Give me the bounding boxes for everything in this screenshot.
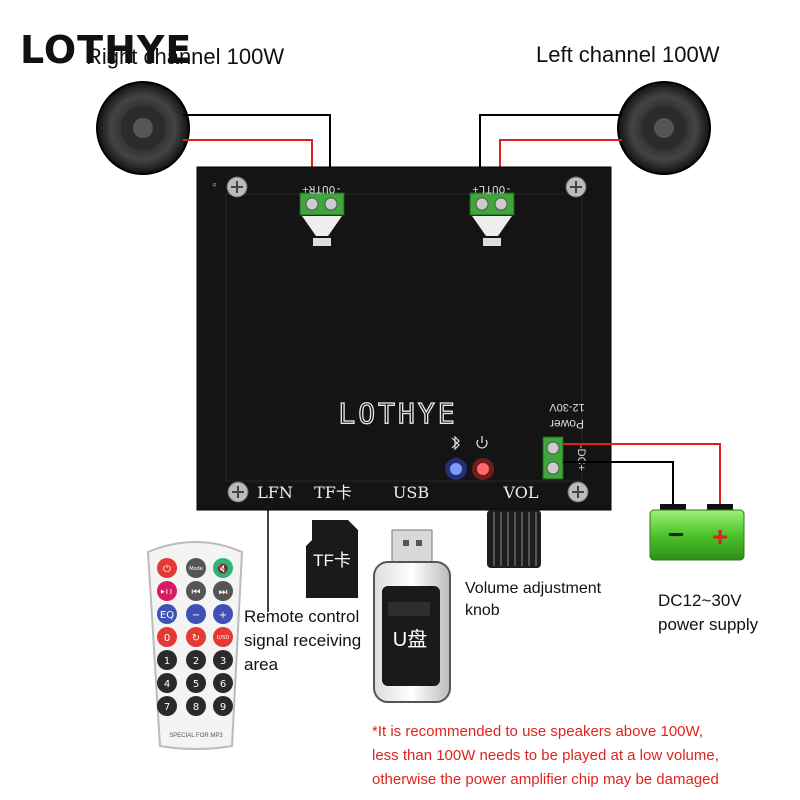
remote-caption-line: Remote control bbox=[244, 607, 360, 626]
remote-button bbox=[186, 627, 206, 647]
screw bbox=[227, 481, 249, 503]
battery-plus: + bbox=[712, 521, 728, 552]
warning-line: otherwise the power amplifier chip may b… bbox=[372, 771, 719, 788]
right-speaker bbox=[96, 81, 190, 175]
remote-button bbox=[157, 650, 177, 670]
remote-button bbox=[213, 673, 233, 693]
remote-button bbox=[186, 673, 206, 693]
power-icon bbox=[476, 436, 488, 449]
remote-button bbox=[186, 650, 206, 670]
remote-button bbox=[157, 696, 177, 716]
volume-caption-line: knob bbox=[465, 602, 500, 619]
usb-drive-label: U盘 bbox=[393, 628, 427, 651]
screw bbox=[567, 481, 589, 503]
svg-text:◦: ◦ bbox=[212, 176, 217, 192]
remote-button bbox=[213, 558, 233, 578]
warning-note: *It is recommended to use speakers above… bbox=[372, 720, 792, 792]
usb-label: USB bbox=[393, 483, 429, 502]
right-channel-label: Right channel 100W bbox=[86, 44, 285, 69]
amplifier-board: ◦ bbox=[196, 166, 612, 511]
remote-button bbox=[186, 581, 206, 601]
volume-caption-line: Volume adjustment bbox=[465, 580, 602, 597]
remote-button bbox=[213, 696, 233, 716]
remote-button-label: ▶❙❙ bbox=[161, 589, 173, 595]
remote-button-label: ↻ bbox=[192, 633, 200, 644]
remote-button-label: 🔇 bbox=[217, 562, 229, 575]
out-l-silk-label: -OUTL+ bbox=[472, 182, 512, 194]
right-output-terminal bbox=[299, 192, 345, 246]
power-terminal bbox=[542, 436, 564, 480]
remote-footer: SPECIAL FOR MP3 bbox=[169, 733, 223, 739]
remote-button-label: ⏮ bbox=[192, 587, 201, 598]
warning-line: less than 100W needs to be played at a l… bbox=[372, 747, 719, 764]
remote-button-label: 1 bbox=[164, 656, 170, 667]
remote-buttons: ⏻ Mode 🔇 ▶❙❙ ⏮ ⏭ EQ − +0 ↻ U/SD 1 2 3 4 5 6 7 8 9 bbox=[157, 558, 233, 716]
remote-button-label: 0 bbox=[164, 633, 170, 644]
power-supply-caption-line: power supply bbox=[658, 615, 759, 634]
remote-button-label: 4 bbox=[164, 679, 170, 690]
remote-caption-line: signal receiving bbox=[244, 631, 362, 650]
board-logo: LOTHYE bbox=[338, 397, 457, 430]
remote-button bbox=[186, 604, 206, 624]
remote-button bbox=[213, 604, 233, 624]
volume-caption: Volume adjustment knob bbox=[465, 578, 601, 622]
power-supply-caption-line: DC12~30V bbox=[658, 591, 742, 610]
power-supply-caption: DC12~30V power supply bbox=[658, 589, 758, 637]
remote-caption-line: area bbox=[244, 655, 279, 674]
screw bbox=[226, 176, 248, 198]
remote-button-label: ⏭ bbox=[219, 587, 228, 598]
remote-button bbox=[157, 581, 177, 601]
remote-button-label: 5 bbox=[193, 679, 199, 690]
remote-button-label: 6 bbox=[220, 679, 226, 690]
left-output-terminal bbox=[469, 192, 515, 246]
remote-button bbox=[157, 627, 177, 647]
remote-button bbox=[186, 558, 206, 578]
brand-logo: LOTHYE bbox=[20, 28, 193, 72]
remote-caption: Remote control signal receiving area bbox=[244, 605, 361, 677]
vol-label: VOL bbox=[502, 483, 538, 502]
battery bbox=[649, 504, 745, 561]
remote-button-label: − bbox=[192, 610, 200, 621]
remote-button-label: 3 bbox=[220, 656, 226, 667]
remote-button-label: 9 bbox=[220, 702, 226, 713]
remote-button bbox=[213, 650, 233, 670]
remote-button bbox=[157, 558, 177, 578]
left-speaker bbox=[617, 81, 711, 175]
left-channel-label: Left channel 100W bbox=[536, 42, 720, 67]
power-silk-label: Power bbox=[550, 417, 584, 431]
remote-button-label: U/SD bbox=[217, 635, 230, 641]
remote-button-label: + bbox=[219, 610, 227, 621]
remote-button-label: Mode bbox=[189, 566, 203, 572]
usb-drive bbox=[373, 529, 451, 703]
dc-silk-label: -DC+ bbox=[575, 445, 587, 471]
power-range-silk-label: 12-30V bbox=[549, 401, 585, 413]
tf-card-label: TF卡 bbox=[313, 551, 351, 570]
bluetooth-led bbox=[445, 458, 467, 480]
remote-button-label: 2 bbox=[193, 656, 199, 667]
out-r-silk-label: -OUTR+ bbox=[302, 182, 342, 194]
remote-button bbox=[157, 673, 177, 693]
bluetooth-icon bbox=[451, 435, 460, 451]
battery-minus: − bbox=[668, 519, 684, 550]
remote-button-label: 7 bbox=[164, 702, 170, 713]
tf-card bbox=[306, 520, 358, 598]
screw bbox=[565, 176, 587, 198]
lfn-label: LFN bbox=[257, 483, 293, 502]
tf-label: TF卡 bbox=[314, 483, 352, 502]
power-led bbox=[472, 458, 494, 480]
power-wires bbox=[563, 443, 721, 504]
remote-button bbox=[213, 627, 233, 647]
remote-button-label: ⏻ bbox=[163, 564, 171, 575]
remote-button-label: EQ bbox=[160, 610, 174, 621]
warning-line: *It is recommended to use speakers above… bbox=[372, 723, 704, 740]
remote-button bbox=[186, 696, 206, 716]
remote-button-label: 8 bbox=[193, 702, 199, 713]
remote-button bbox=[213, 581, 233, 601]
volume-knob[interactable] bbox=[487, 510, 541, 568]
remote-button bbox=[157, 604, 177, 624]
